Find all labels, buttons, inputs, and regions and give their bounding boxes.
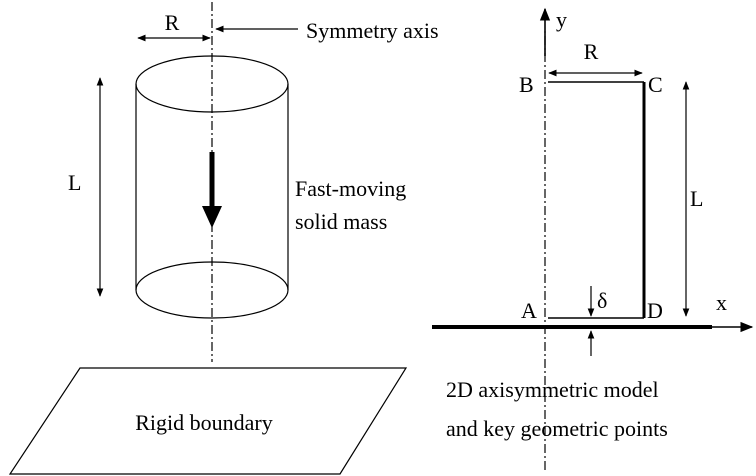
length-label: L <box>690 186 703 211</box>
radius-label: R <box>165 10 180 35</box>
caption-line2: and key geometric points <box>446 416 668 441</box>
model-rectangle <box>548 81 646 319</box>
point-c-label: C <box>648 72 663 97</box>
y-axis-label: y <box>556 7 567 32</box>
rigid-boundary-plane <box>8 367 408 475</box>
point-d-label: D <box>647 298 663 323</box>
length-label: L <box>68 170 81 195</box>
left-panel: R Symmetry axis L Fast-moving solid mass… <box>8 2 439 475</box>
symmetry-axis-label: Symmetry axis <box>306 18 439 43</box>
mass-label-line2: solid mass <box>295 209 387 234</box>
cylinder-mass <box>135 55 289 319</box>
point-a-label: A <box>521 298 537 323</box>
rigid-boundary-label: Rigid boundary <box>135 410 273 435</box>
velocity-arrow <box>202 152 222 228</box>
delta-label: δ <box>597 288 607 313</box>
caption-line1: 2D axisymmetric model <box>446 377 659 402</box>
point-b-label: B <box>519 72 534 97</box>
radius-label: R <box>584 39 599 64</box>
mass-label-line1: Fast-moving <box>295 176 406 201</box>
right-panel: y x R L δ A B C D 2D axisymmetric model … <box>432 7 754 470</box>
x-axis-label: x <box>716 290 727 315</box>
